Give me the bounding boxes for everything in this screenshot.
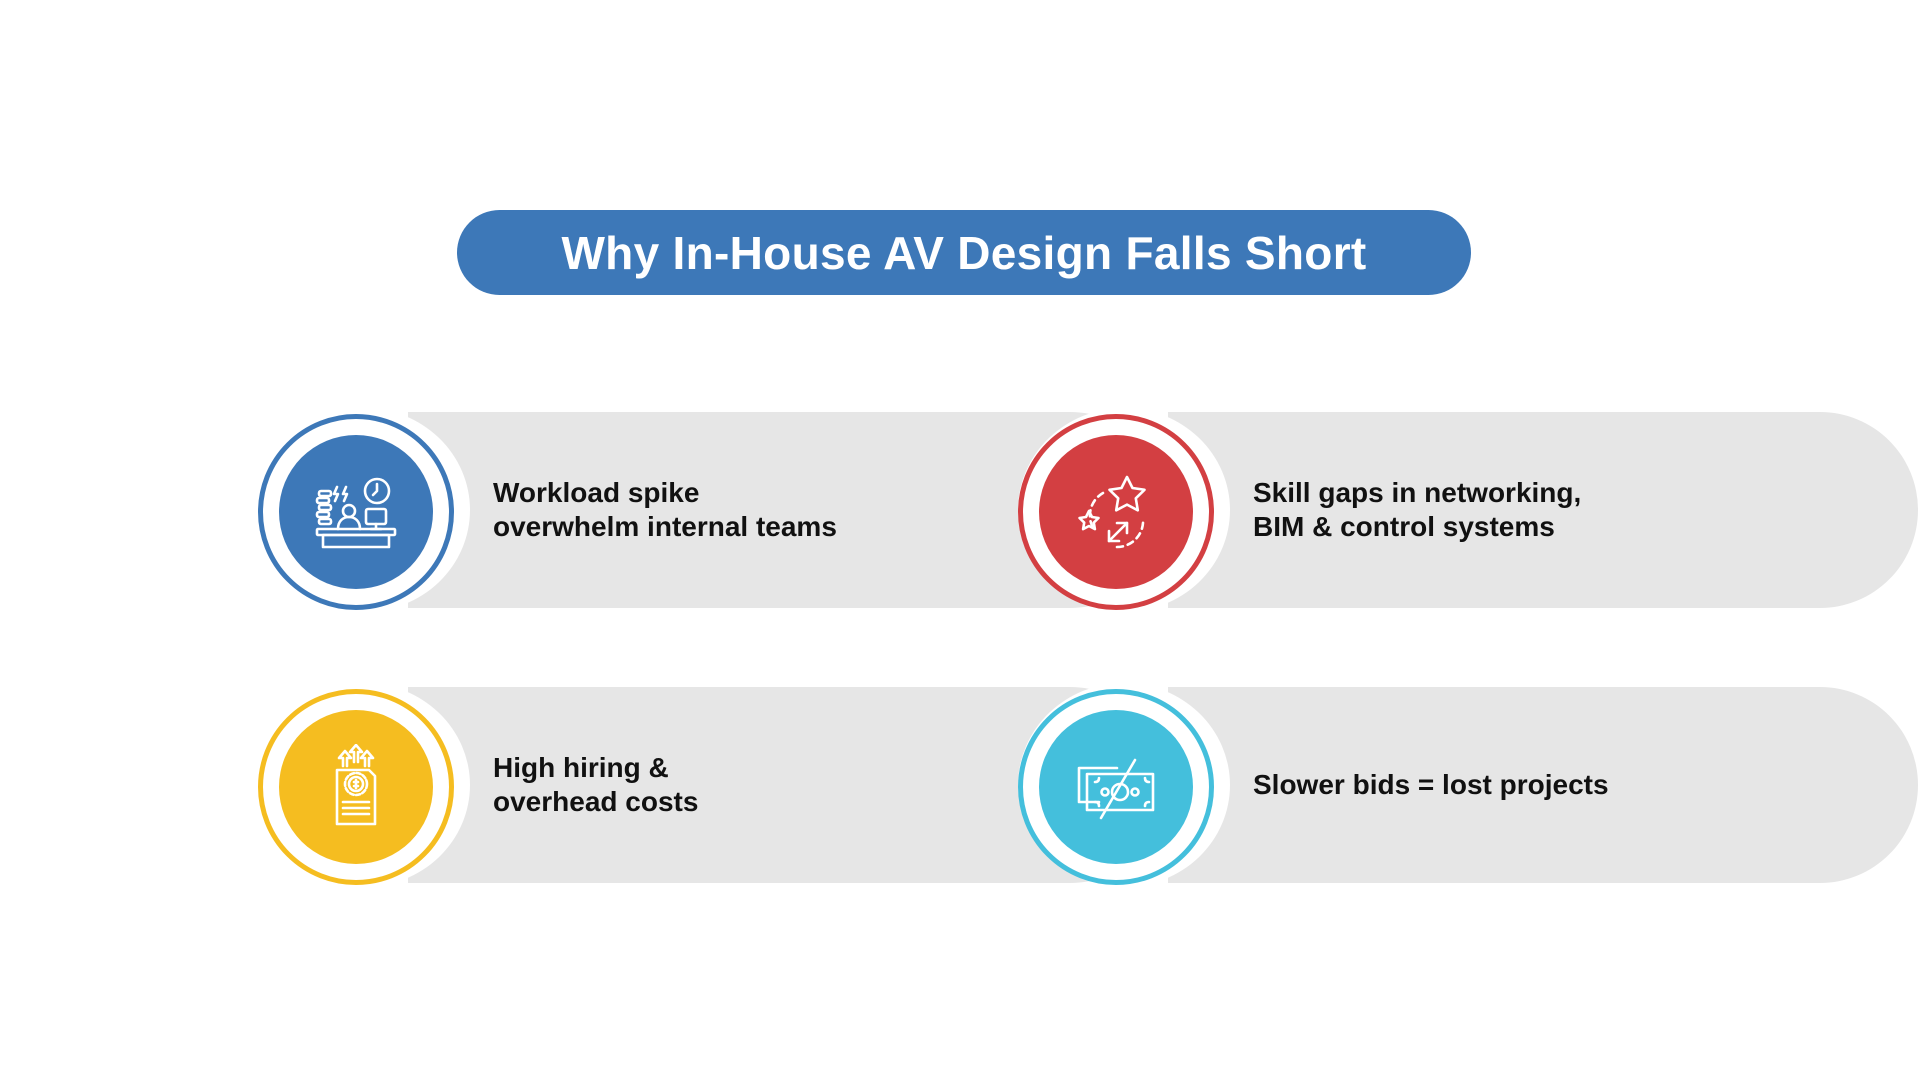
card-label: Slower bids = lost projects — [1253, 769, 1609, 800]
page-title: Why In-House AV Design Falls Short — [561, 226, 1367, 279]
card-label: High hiring & overhead costs — [493, 752, 699, 817]
card-slower-bids: Slower bids = lost projects — [1018, 683, 1918, 887]
card-skill-gaps: Skill gaps in networking, BIM & control … — [1018, 408, 1918, 612]
overworked-desk-icon — [315, 477, 397, 549]
icon-disc — [1039, 710, 1193, 864]
card-label: Skill gaps in networking, BIM & control … — [1253, 477, 1582, 542]
stars-skill-icon — [1078, 475, 1146, 549]
icon-disc — [279, 435, 433, 589]
card-workload-spike: Workload spike overwhelm internal teams — [258, 408, 1168, 612]
card-hiring-costs: High hiring & overhead costs — [258, 683, 1168, 887]
card-background — [1168, 412, 1918, 608]
title-banner: Why In-House AV Design Falls Short — [457, 210, 1471, 295]
rising-cost-document-icon — [335, 744, 377, 826]
card-label: Workload spike overwhelm internal teams — [493, 477, 837, 542]
icon-disc — [279, 710, 433, 864]
card-background — [1168, 687, 1918, 883]
no-money-icon — [1077, 758, 1155, 820]
icon-disc — [1039, 435, 1193, 589]
